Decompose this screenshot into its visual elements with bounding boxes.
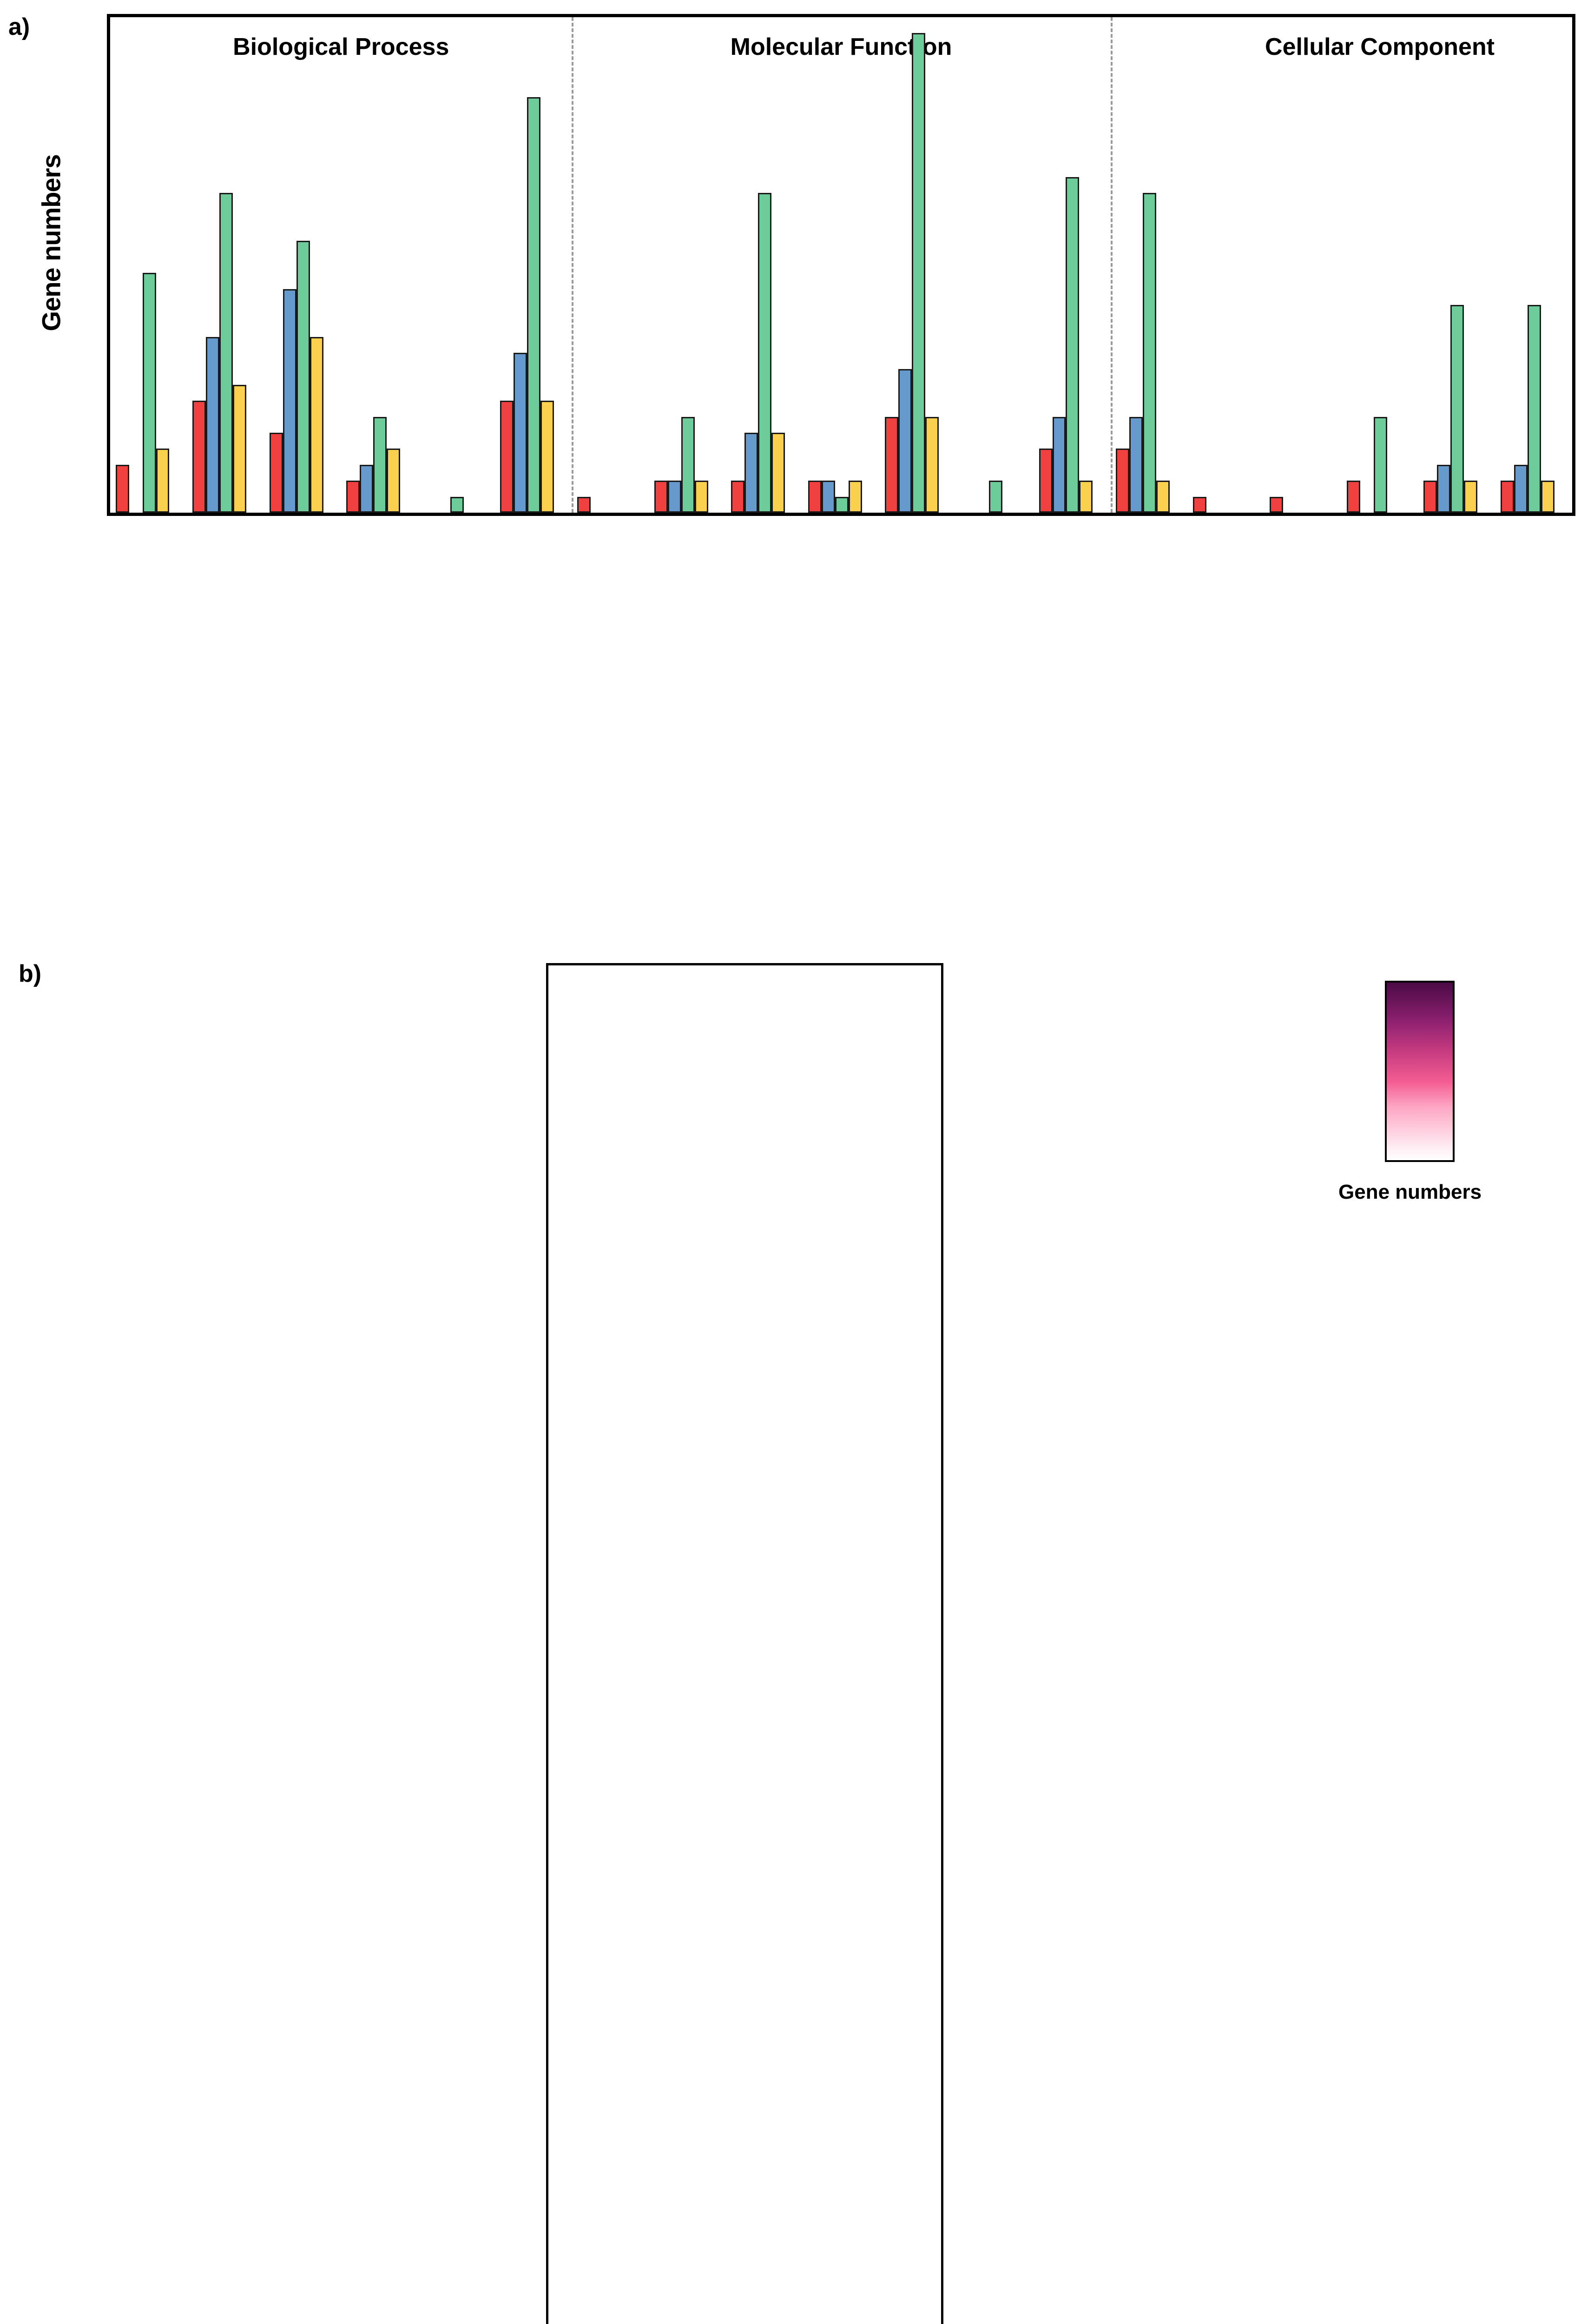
panel-b-label: b) <box>19 960 42 987</box>
panel-b-heatmap: b) Gene numbers A: Translation upregulat… <box>0 934 1594 2324</box>
bar-0-16 <box>1346 481 1360 513</box>
bar-2-9 <box>835 496 849 513</box>
bar-3-2 <box>310 337 323 513</box>
bar-1-9 <box>821 481 835 513</box>
bar-2-5 <box>527 97 541 513</box>
bar-0-18 <box>1501 481 1514 513</box>
bar-0-14 <box>1192 496 1206 513</box>
bar-3-12 <box>1079 481 1093 513</box>
bar-0-9 <box>808 481 822 513</box>
bar-3-9 <box>848 481 862 513</box>
y-axis-ticks <box>51 14 107 516</box>
bar-1-5 <box>514 353 527 513</box>
colorbar <box>1385 981 1455 1162</box>
bar-0-15 <box>1270 496 1284 513</box>
bar-2-16 <box>1373 416 1387 513</box>
bar-2-0 <box>142 273 156 513</box>
bar-0-7 <box>654 481 668 513</box>
bar-1-1 <box>206 337 220 513</box>
bar-3-3 <box>387 449 401 513</box>
bar-3-10 <box>925 416 939 513</box>
bar-3-8 <box>771 433 785 513</box>
bar-0-17 <box>1423 481 1437 513</box>
bar-3-13 <box>1156 481 1170 513</box>
group-separator-1 <box>572 17 574 513</box>
bar-0-3 <box>346 481 360 513</box>
bar-0-13 <box>1116 449 1130 513</box>
bar-3-5 <box>540 401 554 513</box>
bar-2-7 <box>681 416 695 513</box>
panel-a-label: a) <box>8 13 30 40</box>
bar-3-1 <box>233 384 247 513</box>
bar-0-12 <box>1039 449 1053 513</box>
bar-chart-plot-area: Biological Process Molecular Function Cell… <box>107 14 1575 516</box>
bar-0-8 <box>731 481 745 513</box>
bar-2-1 <box>219 193 233 513</box>
bar-2-18 <box>1527 304 1541 513</box>
group-separator-2 <box>1110 17 1113 513</box>
bar-3-17 <box>1464 481 1478 513</box>
bar-1-2 <box>283 289 296 513</box>
bar-3-0 <box>156 449 170 513</box>
bar-0-2 <box>269 433 283 513</box>
bar-2-13 <box>1143 193 1157 513</box>
group-title-1: Molecular Function <box>730 33 952 60</box>
bar-1-7 <box>667 481 681 513</box>
bar-0-0 <box>115 464 129 513</box>
bar-1-3 <box>360 464 374 513</box>
bar-0-5 <box>500 401 514 513</box>
bar-1-13 <box>1129 416 1143 513</box>
bar-2-3 <box>373 416 387 513</box>
group-title-2: Cellular Component <box>1265 33 1495 60</box>
bar-3-7 <box>694 481 708 513</box>
bar-2-12 <box>1066 177 1080 513</box>
bar-2-17 <box>1450 304 1464 513</box>
bar-2-8 <box>758 193 772 513</box>
bar-2-11 <box>988 481 1002 513</box>
bar-1-8 <box>744 433 758 513</box>
bar-3-18 <box>1541 481 1554 513</box>
group-title-0: Biological Process <box>233 33 449 60</box>
bar-2-2 <box>296 241 310 513</box>
bar-1-18 <box>1514 464 1528 513</box>
bar-1-10 <box>898 369 912 513</box>
bar-2-10 <box>912 33 926 513</box>
heatmap-grid <box>546 963 943 2324</box>
bar-1-17 <box>1437 464 1451 513</box>
bar-0-6 <box>577 496 591 513</box>
bar-0-10 <box>885 416 899 513</box>
bar-2-4 <box>450 496 464 513</box>
colorbar-title: Gene numbers <box>1338 1181 1482 1203</box>
bar-0-1 <box>192 401 206 513</box>
bar-1-12 <box>1052 416 1066 513</box>
